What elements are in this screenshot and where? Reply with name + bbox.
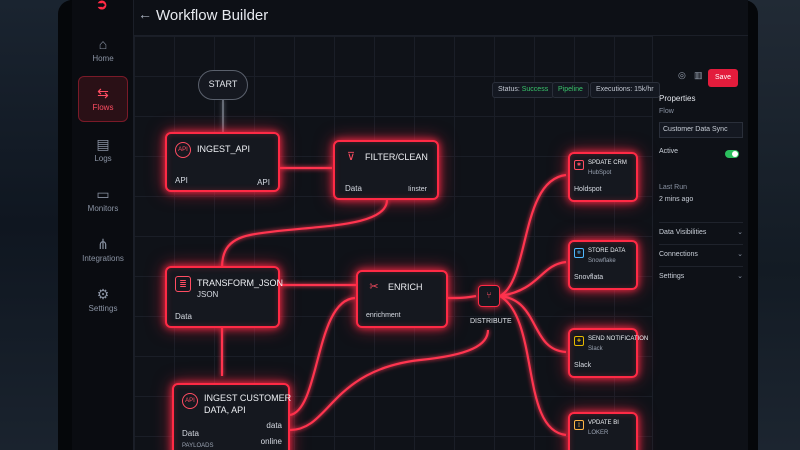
- status-pill: Status: Success: [492, 82, 555, 98]
- section-label: Connections: [659, 251, 698, 258]
- section-label: Data Visibilities: [659, 229, 707, 236]
- node-title: VPDATE BI: [588, 420, 619, 426]
- node-input-label: Data: [345, 184, 362, 193]
- section-connections[interactable]: Connections ⌄: [659, 244, 743, 264]
- globe-icon[interactable]: ◎: [678, 70, 686, 80]
- top-bar: ← Workflow Builder: [134, 0, 748, 36]
- sidebar-item-label: Settings: [88, 304, 118, 313]
- node-title: TRANSFORM_JSON: [197, 278, 284, 288]
- api-icon: API: [175, 142, 191, 158]
- slack-icon: ✚: [574, 336, 584, 346]
- section-settings[interactable]: Settings ⌄: [659, 266, 743, 286]
- node-title: STORE DATA: [588, 248, 626, 254]
- app-logo-icon: ➲: [96, 0, 108, 12]
- home-icon: ⌂: [98, 36, 108, 52]
- node-filter-clean[interactable]: ⊽ FILTER/CLEAN Data Iinster: [333, 140, 439, 200]
- node-output-label: API: [257, 178, 270, 187]
- node-update-crm[interactable]: ✱ SPDATE CRM HubSpot Holdspot: [568, 152, 638, 202]
- node-transform-json[interactable]: ≣ TRANSFORM_JSON JSON Data: [165, 266, 284, 328]
- node-title: FILTER/CLEAN: [365, 152, 428, 162]
- section-data-visibilities[interactable]: Data Visibilities ⌄: [659, 222, 743, 242]
- node-ingest-api[interactable]: API INGEST_API API API: [165, 132, 280, 192]
- executions-pill: Executions: 15k/hr: [590, 82, 660, 98]
- node-input-label: API: [175, 176, 188, 185]
- app-screen: ➲ ⌂ Home ⇆ Flows ▤ Logs ▭ Monitors ⋔ Int…: [72, 0, 748, 450]
- save-button[interactable]: Save: [708, 69, 738, 87]
- page-title: Workflow Builder: [156, 7, 269, 24]
- status-value: Success: [521, 86, 549, 93]
- panel-title: Properties: [659, 94, 696, 103]
- logs-icon: ▤: [96, 136, 110, 152]
- last-run-value: 2 mins ago: [659, 196, 694, 203]
- node-title-line2: DATA, API: [204, 405, 246, 415]
- node-store-data[interactable]: ❄ STORE DATA Snowflake Snovflata: [568, 240, 638, 290]
- distribute-label: DISTRIBUTE: [470, 318, 512, 325]
- active-toggle[interactable]: [725, 150, 739, 158]
- node-title: SPDATE CRM: [588, 160, 627, 166]
- sidebar-item-label: Integrations: [82, 254, 124, 263]
- properties-panel: Properties Flow Customer Data Sync Activ…: [652, 36, 748, 450]
- node-input-label: Data: [175, 312, 192, 321]
- node-subtitle: LOKER: [588, 430, 609, 436]
- chevron-down-icon: ⌄: [737, 229, 743, 236]
- filter-icon: ⊽: [346, 151, 356, 163]
- node-output-label-2: online: [260, 437, 282, 446]
- start-node[interactable]: START: [198, 70, 248, 100]
- chevron-down-icon: ⌄: [737, 273, 743, 280]
- sidebar-item-monitors[interactable]: ▭ Monitors: [78, 178, 128, 224]
- node-title: INGEST_API: [197, 144, 251, 154]
- node-sub-label: PAYLOADS: [182, 443, 214, 449]
- section-label: Settings: [659, 273, 685, 280]
- trash-icon[interactable]: ▥: [694, 70, 703, 80]
- last-run-label: Last Run: [659, 184, 688, 191]
- snowflake-icon: ❄: [574, 248, 584, 258]
- status-label: Status:: [498, 86, 520, 93]
- chevron-down-icon: ⌄: [737, 251, 743, 258]
- sidebar-item-flows[interactable]: ⇆ Flows: [78, 76, 128, 122]
- flow-label: Flow: [659, 108, 674, 115]
- node-title: SEND NOTIFICATION: [588, 336, 649, 342]
- sidebar-item-label: Logs: [94, 154, 112, 163]
- node-input-label: Data: [182, 429, 199, 438]
- api-icon: API: [182, 393, 198, 409]
- back-arrow-icon[interactable]: ←: [138, 6, 152, 22]
- flow-name-input[interactable]: Customer Data Sync: [659, 122, 743, 138]
- node-title: ENRICH: [388, 282, 423, 292]
- node-output-label: Iinster: [407, 186, 427, 193]
- node-subtitle: Slack: [588, 346, 603, 352]
- node-subtitle: Snowflake: [588, 258, 616, 264]
- node-enrich[interactable]: ✂ ENRICH enrichment: [356, 270, 448, 328]
- node-update-bi[interactable]: ▯ VPDATE BI LOKER: [568, 412, 638, 450]
- sidebar-item-logs[interactable]: ▤ Logs: [78, 128, 128, 174]
- pipeline-pill[interactable]: Pipeline: [552, 82, 589, 98]
- node-input-label: enrichment: [366, 312, 401, 319]
- sidebar-item-label: Monitors: [87, 204, 119, 213]
- distribute-node[interactable]: ⑂: [478, 285, 500, 307]
- integrations-icon: ⋔: [97, 236, 109, 252]
- sidebar-item-integrations[interactable]: ⋔ Integrations: [78, 228, 128, 274]
- hubspot-icon: ✱: [574, 160, 584, 170]
- node-ingest-customer-data[interactable]: API INGEST CUSTOMER DATA, API Data PAYLO…: [172, 383, 292, 450]
- node-body: Holdspot: [574, 186, 602, 193]
- node-title: INGEST CUSTOMER: [204, 393, 292, 403]
- node-subtitle: HubSpot: [588, 170, 612, 176]
- node-subtitle: JSON: [197, 290, 219, 299]
- node-send-notification[interactable]: ✚ SEND NOTIFICATION Slack Slack: [568, 328, 648, 378]
- node-body: Snovflata: [574, 274, 604, 281]
- sidebar: ➲ ⌂ Home ⇆ Flows ▤ Logs ▭ Monitors ⋔ Int…: [72, 0, 134, 450]
- sidebar-item-label: Home: [92, 54, 114, 63]
- looker-icon: ▯: [574, 420, 584, 430]
- tools-icon: ✂: [369, 281, 379, 293]
- active-label: Active: [659, 148, 679, 155]
- flows-icon: ⇆: [97, 85, 109, 101]
- database-icon: ≣: [175, 276, 191, 292]
- sidebar-item-home[interactable]: ⌂ Home: [78, 28, 128, 74]
- sidebar-item-label: Flows: [92, 103, 114, 112]
- node-output-label: data: [266, 421, 282, 430]
- monitor-icon: ▭: [96, 186, 110, 202]
- sidebar-item-settings[interactable]: ⚙ Settings: [78, 278, 128, 324]
- gear-icon: ⚙: [96, 286, 110, 302]
- node-body: Slack: [574, 362, 592, 369]
